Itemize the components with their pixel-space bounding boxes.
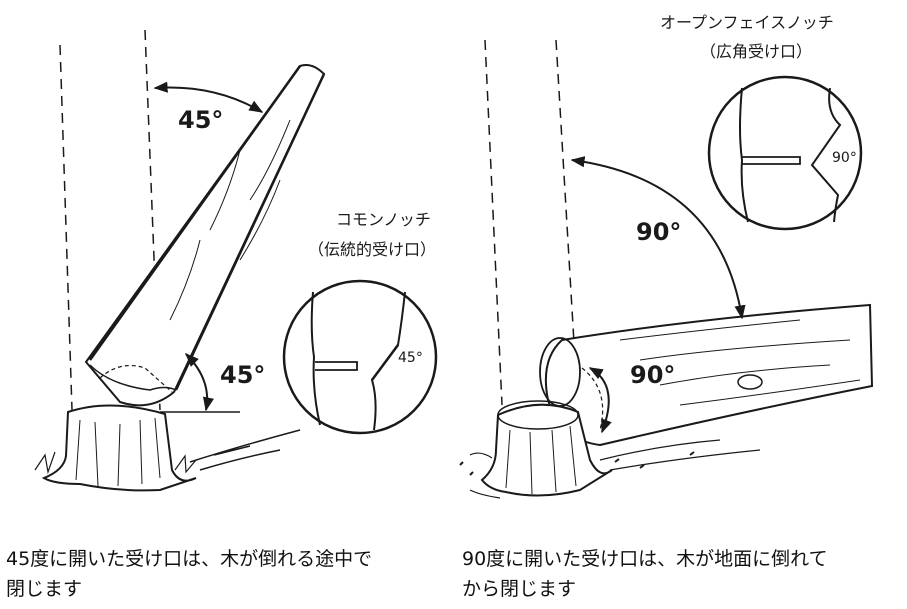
right-notch-subtitle: （広角受け口）	[700, 42, 812, 61]
left-stump	[44, 405, 196, 490]
right-original-trunk-line-1	[485, 40, 502, 405]
right-fallen-log	[546, 305, 872, 445]
right-panel	[460, 40, 872, 498]
left-ground	[190, 430, 300, 470]
left-inset-angle-label: 45°	[398, 350, 423, 366]
right-log-angle-label: 90°	[630, 361, 675, 389]
left-notch-title: コモンノッチ	[336, 210, 431, 229]
right-inset-angle-label: 90°	[832, 150, 857, 166]
left-notch-subtitle: （伝統的受け口）	[308, 240, 436, 259]
right-notch-title: オープンフェイスノッチ	[660, 13, 834, 32]
right-caption: 90度に開いた受け口は、木が地面に倒れて から閉じます	[462, 544, 902, 604]
left-notch-angle-label: 45°	[220, 361, 265, 389]
left-top-angle-label: 45°	[178, 106, 223, 134]
left-original-trunk-line-1	[60, 45, 72, 410]
left-panel	[35, 30, 436, 490]
left-caption: 45度に開いた受け口は、木が倒れる途中で 閉じます	[6, 544, 446, 604]
right-big-angle-label: 90°	[636, 218, 681, 246]
